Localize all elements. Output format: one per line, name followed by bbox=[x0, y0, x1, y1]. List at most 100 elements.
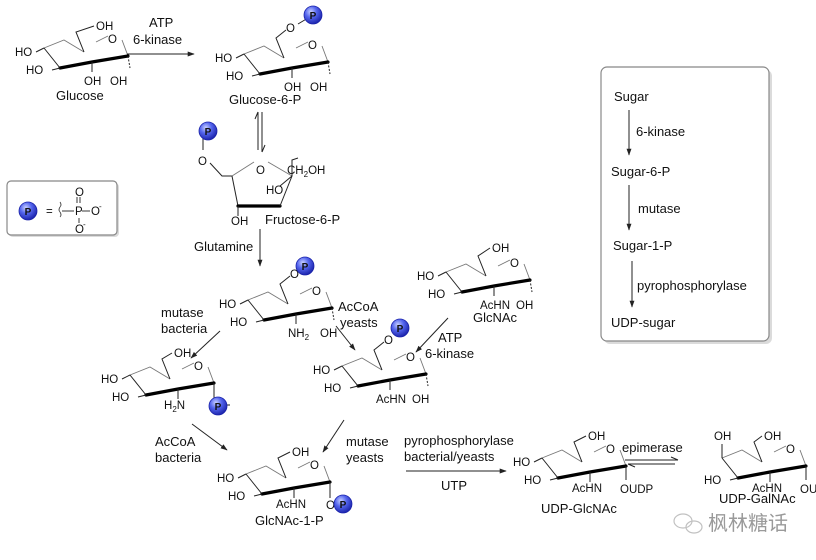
atom-label: HO bbox=[266, 185, 283, 197]
glcnac-structure: OH O HO HO AcHN OH bbox=[417, 243, 533, 312]
atom-label: HO bbox=[15, 47, 32, 59]
atom-label: HO bbox=[324, 383, 341, 395]
phosphate-icon: P bbox=[333, 494, 353, 514]
watermark-text: 枫林糖话 bbox=[708, 512, 788, 535]
scheme-step: Sugar-1-P bbox=[613, 238, 672, 253]
scheme-enzyme: 6-kinase bbox=[636, 124, 685, 139]
atom-label: HO bbox=[704, 475, 721, 487]
glcnac-label: GlcNAc bbox=[473, 310, 518, 325]
equals-sign: = bbox=[46, 206, 53, 218]
reagent-label: Glutamine bbox=[194, 239, 253, 254]
atom-label: HO bbox=[101, 374, 118, 386]
atom-label: OH bbox=[84, 76, 101, 88]
enzyme-label: 6-kinase bbox=[425, 346, 474, 361]
organism-label: bacteria bbox=[161, 321, 208, 336]
svg-text:P: P bbox=[310, 11, 317, 22]
reagent-label: AcCoA bbox=[155, 434, 196, 449]
atom-label: OH bbox=[320, 328, 337, 340]
atom-label: O bbox=[198, 156, 207, 168]
svg-text:CH2OH: CH2OH bbox=[287, 165, 325, 179]
atom-subscript: 2 bbox=[305, 333, 310, 342]
organism-label: yeasts bbox=[340, 315, 378, 330]
atom-label: N bbox=[177, 400, 185, 412]
svg-text:NH2: NH2 bbox=[288, 328, 310, 342]
atom-label: OH bbox=[292, 447, 309, 459]
udp-galnac-structure: OH OH O HO AcHN OUDP bbox=[704, 431, 816, 496]
atom-label: O bbox=[75, 224, 84, 236]
atom-label: O bbox=[310, 460, 319, 472]
scheme-step: Sugar bbox=[614, 89, 649, 104]
wechat-icon bbox=[673, 513, 703, 534]
svg-text:H2N: H2N bbox=[164, 400, 185, 414]
scheme-enzyme: mutase bbox=[638, 201, 681, 216]
phosphate-icon: P bbox=[390, 318, 410, 338]
atom-label: OH bbox=[492, 243, 509, 255]
atom-label: OH bbox=[308, 165, 325, 177]
atom-label: CH bbox=[287, 165, 304, 177]
atom-label: HO bbox=[313, 365, 330, 377]
atom-label: OH bbox=[110, 76, 127, 88]
glucose-structure: OH O HO HO OH OH bbox=[15, 21, 131, 88]
reaction-arrow bbox=[322, 419, 345, 453]
atom-label: O bbox=[606, 444, 615, 456]
atom-label: HO bbox=[513, 457, 530, 469]
scheme-step: Sugar-6-P bbox=[611, 164, 670, 179]
phosphate-icon bbox=[18, 201, 38, 221]
udp-glcnac-structure: OH O HO HO AcHN OUDP bbox=[513, 431, 654, 496]
atom-label: OH bbox=[764, 431, 781, 443]
atom-label: O bbox=[312, 286, 321, 298]
atom-label: HO bbox=[219, 299, 236, 311]
reaction-arrow bbox=[335, 325, 356, 351]
atom-label: O bbox=[326, 500, 335, 512]
atom-label: OH bbox=[412, 394, 429, 406]
equilibrium-arrow bbox=[625, 456, 679, 468]
atom-label: O bbox=[290, 269, 299, 281]
reagent-label: AcCoA bbox=[338, 299, 379, 314]
reagent-label: ATP bbox=[149, 15, 173, 30]
atom-label: HO bbox=[428, 289, 445, 301]
equilibrium-arrow bbox=[254, 111, 266, 153]
wavy-bond-icon bbox=[58, 201, 62, 218]
atom-label: HO bbox=[230, 317, 247, 329]
reaction-arrow bbox=[415, 317, 449, 353]
atom-label: OH bbox=[284, 82, 301, 94]
glucosamine-1-p-structure: OH O HO HO H2N O bbox=[101, 348, 230, 414]
atom-label: O bbox=[256, 165, 265, 177]
atom-label: HO bbox=[26, 65, 43, 77]
atom-label: HO bbox=[226, 71, 243, 83]
atom-label: O bbox=[384, 335, 393, 347]
reaction-arrow bbox=[191, 423, 228, 451]
atom-label: OUDP bbox=[620, 484, 654, 496]
organism-label: bacterial/yeasts bbox=[404, 449, 495, 464]
svg-text:-: - bbox=[99, 202, 102, 211]
organism-label: bacteria bbox=[155, 450, 202, 465]
atom-label: OH bbox=[96, 21, 113, 33]
atom-label: O bbox=[108, 34, 117, 46]
glcnac-1-p-label: GlcNAc-1-P bbox=[255, 513, 324, 528]
glcnac-6-p-structure: O O HO HO AcHN OH bbox=[313, 329, 429, 406]
organism-label: yeasts bbox=[346, 450, 384, 465]
enzyme-label: mutase bbox=[346, 434, 389, 449]
glucose-6-p-structure: O O HO HO OH OH bbox=[215, 17, 331, 94]
atom-label: HO bbox=[112, 392, 129, 404]
atom-label: O bbox=[194, 361, 203, 373]
atom-label: AcHN bbox=[480, 300, 510, 312]
atom-label: AcHN bbox=[376, 394, 406, 406]
reagent-label: UTP bbox=[441, 478, 467, 493]
svg-text:P: P bbox=[397, 324, 404, 335]
enzyme-label: pyrophosphorylase bbox=[404, 433, 514, 448]
scheme-enzyme: pyrophosphorylase bbox=[637, 278, 747, 293]
phosphate-icon: P bbox=[198, 121, 218, 141]
atom-label: HO bbox=[217, 473, 234, 485]
atom-label: OH bbox=[174, 348, 191, 360]
svg-text:-: - bbox=[83, 220, 86, 229]
phosphate-legend: P = P O - O O - bbox=[6, 180, 119, 237]
atom-label: AcHN bbox=[572, 483, 602, 495]
atom-label: HO bbox=[215, 53, 232, 65]
atom-subscript: 2 bbox=[304, 170, 309, 179]
general-scheme-box: Sugar 6-kinase Sugar-6-P mutase Sugar-1-… bbox=[600, 66, 772, 344]
atom-label: O bbox=[286, 23, 295, 35]
udp-glcnac-label: UDP-GlcNAc bbox=[541, 501, 617, 516]
atom-label: O bbox=[308, 40, 317, 52]
